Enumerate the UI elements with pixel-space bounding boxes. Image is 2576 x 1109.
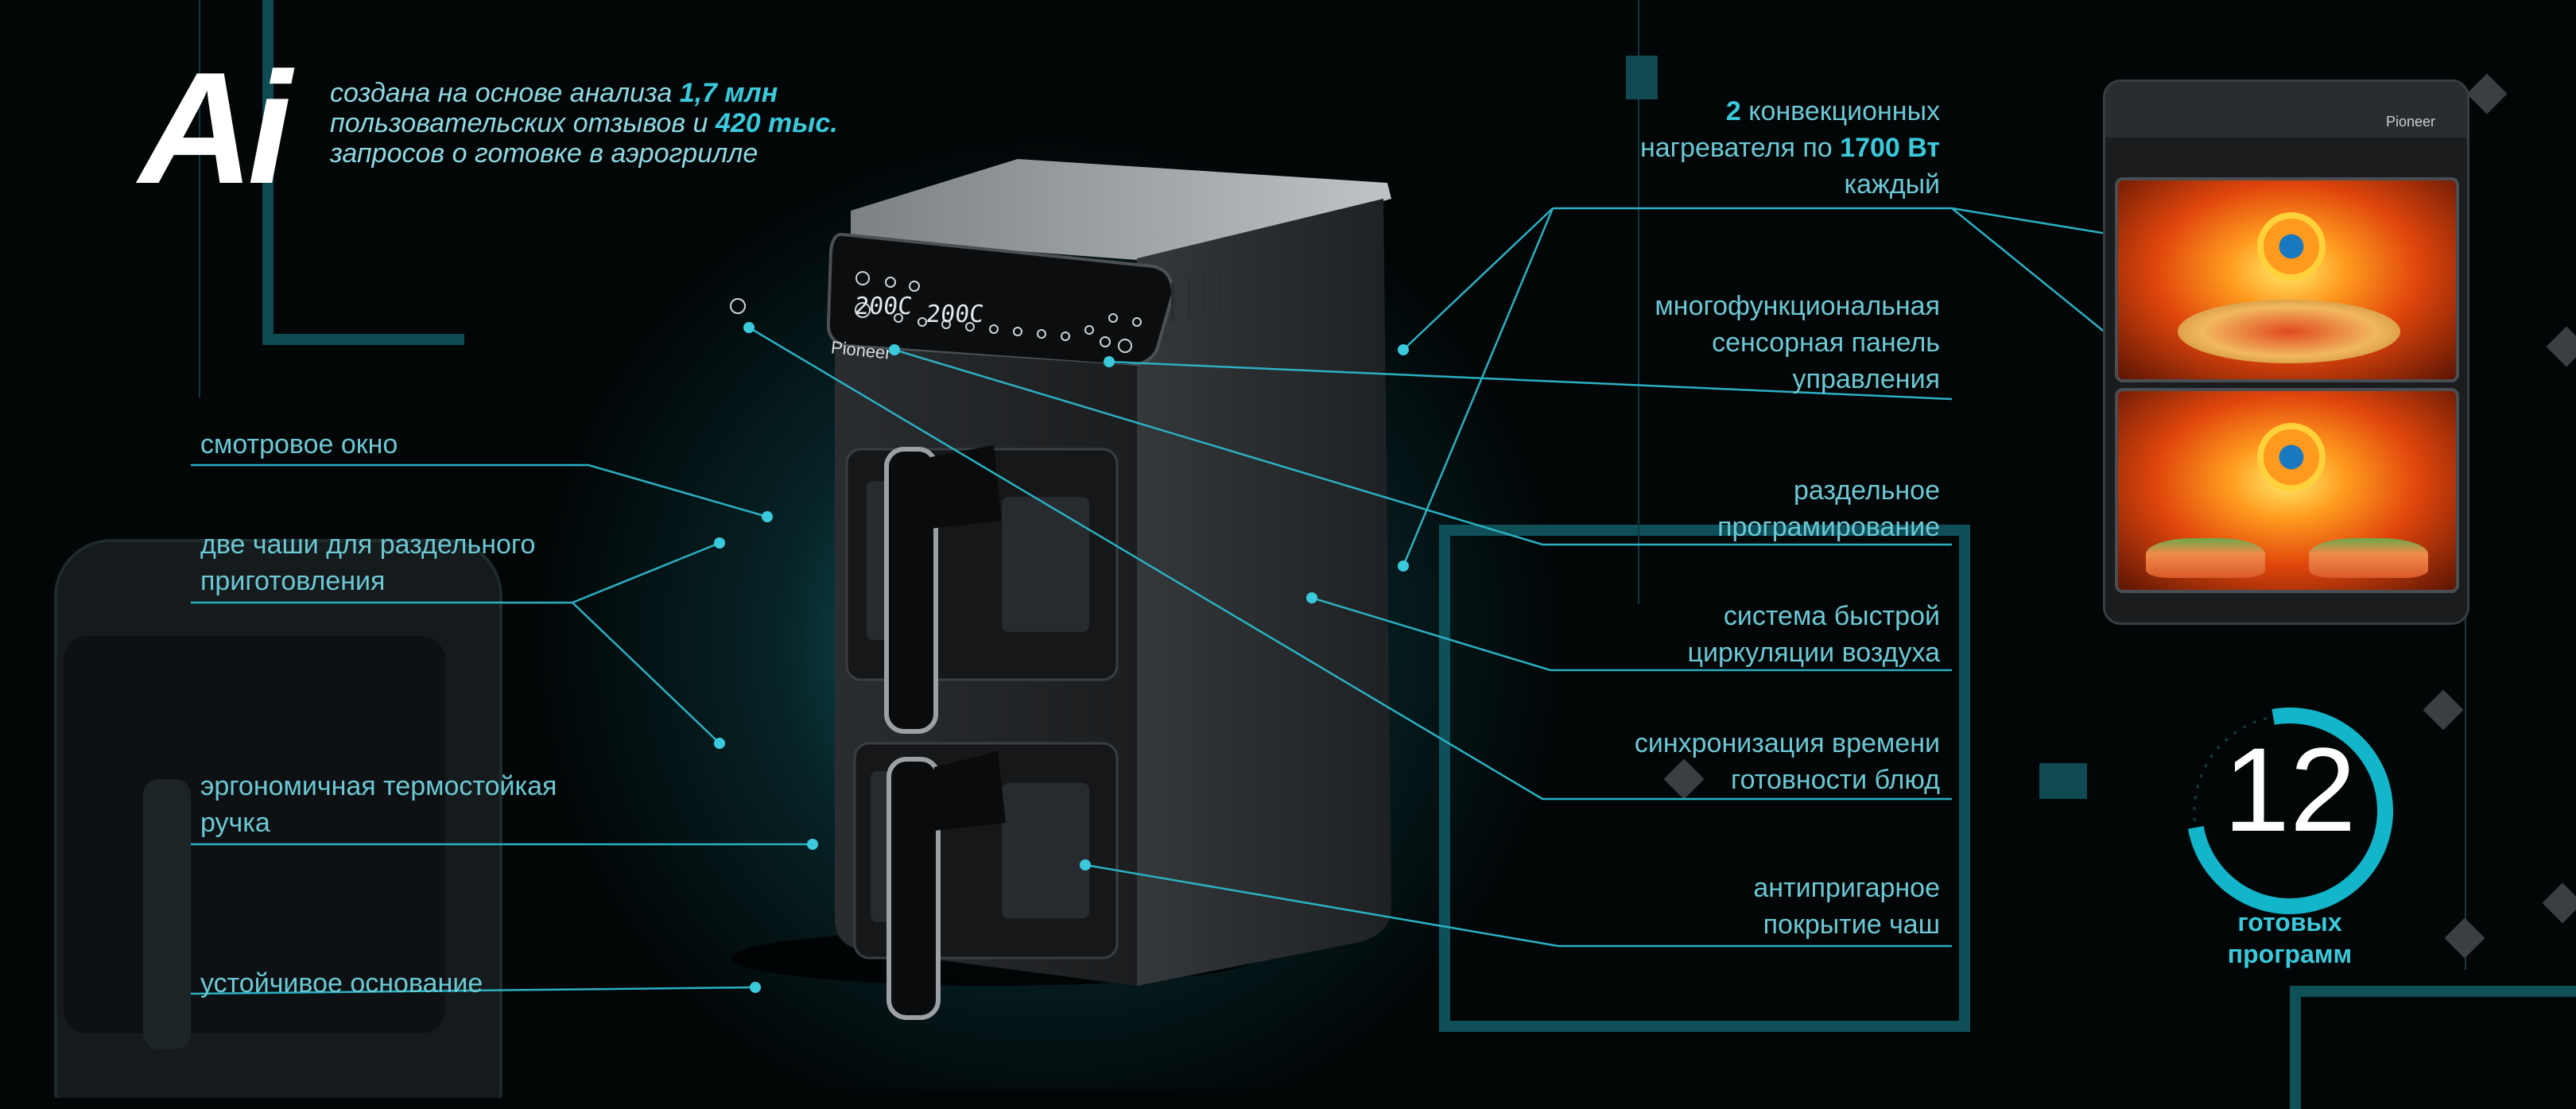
air-fryer-device [730,159,1391,1020]
callout-dot [750,982,761,993]
label-heaters: 2 конвекционных нагревателя по 1700 Вт к… [1639,96,1940,200]
label-two-baskets: две чаши для раздельного приготовления [200,529,536,596]
ai-logo: Ai [139,40,292,217]
callout-dot [807,839,818,850]
circuit-square [2039,763,2087,799]
circuit-line [262,0,464,345]
callout-dot [1306,592,1317,603]
label-sync-timing: синхронизация времени готовности блюд [1634,728,1940,795]
programs-count: 12 [2223,723,2357,856]
preview-panel [2105,82,2467,138]
label-air-circulation: система быстрой циркуляции воздуха [1687,601,1940,668]
callout-dot [1104,356,1115,367]
programs-caption: готовых программ [2227,908,2353,968]
circuit-square [1626,56,1658,99]
label-viewing-window: смотровое окно [200,429,398,459]
callout-dot [1398,344,1409,355]
label-ergonomic-handle: эргономичная термостойкая ручка [200,771,557,838]
fan-icon [2257,212,2326,281]
label-nonstick-coating: антипригарное покрытие чаш [1753,873,1940,940]
callout-dot [714,537,725,549]
circuit-line [1439,525,1970,1032]
preview-brand: Pioneer [2385,114,2435,130]
salmon-image [2309,538,2428,578]
programs-ring [2187,708,2393,914]
ghost-device [54,539,502,1098]
callout-dot [714,738,725,749]
circuit-line [2290,986,2576,1109]
fan-icon [2257,423,2326,491]
label-stable-base: устойчивое основание [200,968,483,998]
callout-dot [889,344,900,355]
cooking-preview: Pioneer [2103,79,2469,625]
callout-dot [1398,560,1409,572]
upper-chamber [2115,177,2459,382]
circuit-line [127,0,200,397]
callout-dot [743,322,755,333]
label-separate-programming: раздельное програмирование [1717,475,1940,542]
callout-dot [1080,859,1091,871]
salmon-image [2146,538,2265,578]
callout-dot [762,511,773,522]
label-touch-panel: многофункциональная сенсорная панель упр… [1655,291,1940,394]
lower-chamber [2115,388,2459,593]
pizza-image [2178,300,2400,363]
circuit-line [1638,0,1647,604]
ai-description: создана на основе анализа 1,7 млн пользо… [330,78,838,169]
